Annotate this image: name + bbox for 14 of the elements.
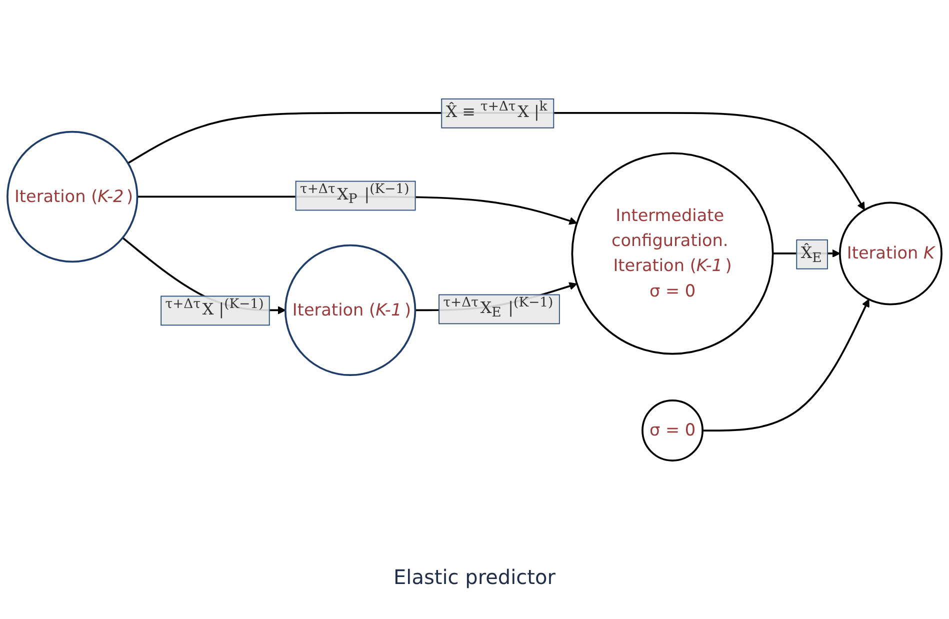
edge-label: $^{τ+Δτ}$X |$^{(K−1)}$ <box>165 297 264 320</box>
arrow <box>127 112 865 211</box>
note-text: Elastic predictor <box>392 565 556 589</box>
node-circle <box>284 244 416 377</box>
edge-label: $^{τ+Δτ}$X$_{P}$ |$^{(K−1)}$ <box>300 182 410 208</box>
node-circle <box>642 400 704 462</box>
flowchart: X̂ ≡ $^{τ+Δτ}$X |$^{k}$ $^{τ+Δτ}$X |$^{(K−1)}$ $^{τ+Δτ}$X$_{P}$ |$^{(K−1)}$ $^{τ+Δτ}$X$_{E}$ |$^{(K−1)}$ X̂$_{E}$ Iteration (K-2) Iteration (K-1) Iteration K Intermediate configuration. Iteration (K-1) σ = 0 σ = 0 <box>0 91 949 469</box>
arrow <box>702 299 870 432</box>
edge-label: X̂ ≡ $^{τ+Δτ}$X |$^{k}$ <box>446 100 548 122</box>
edge-label: X̂$_{E}$ <box>800 244 822 266</box>
node-circle <box>571 152 774 356</box>
edge-label: $^{τ+Δτ}$X$_{E}$ |$^{(K−1)}$ <box>443 296 554 322</box>
node-circle <box>6 131 138 264</box>
node-circle <box>838 202 942 306</box>
